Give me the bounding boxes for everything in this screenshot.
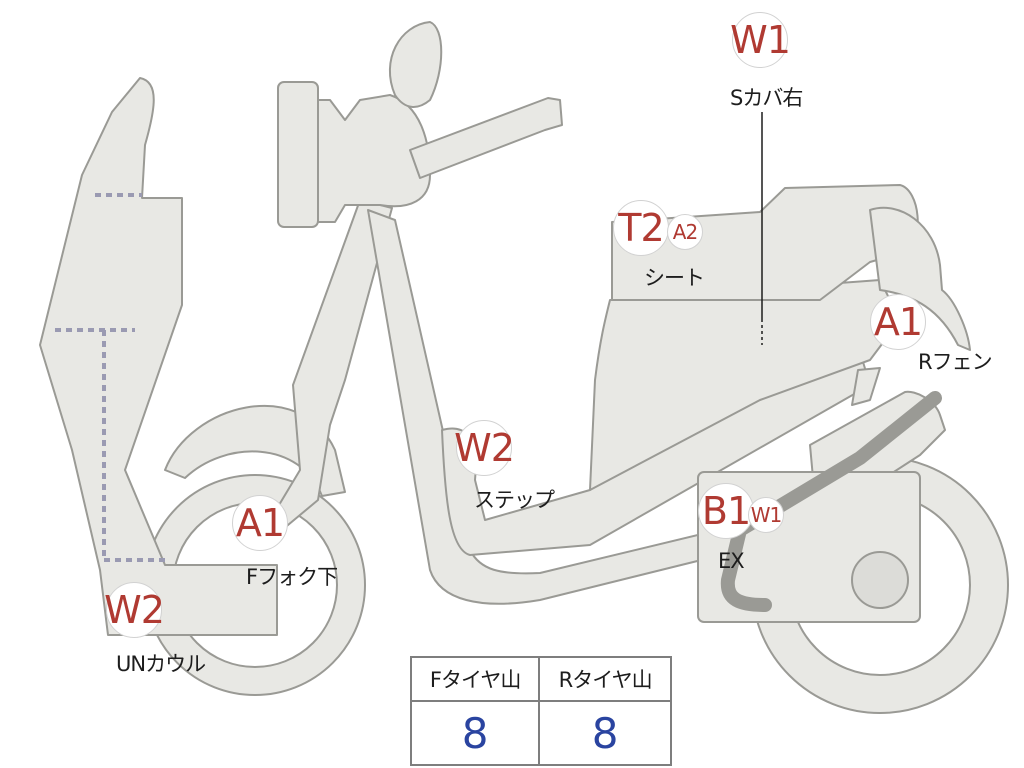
code-badge-rear-fender: A1 bbox=[870, 294, 926, 350]
label-exhaust: EX bbox=[718, 549, 745, 573]
tire-tread-value-row: 8 8 bbox=[409, 700, 672, 766]
rear-strut-rod bbox=[851, 367, 881, 406]
label-seat: シート bbox=[644, 266, 705, 290]
front-cowl bbox=[39, 77, 278, 636]
label-s-cover-right: Sカバ右 bbox=[730, 86, 803, 110]
rear-tire-tread-value: 8 bbox=[538, 700, 672, 766]
front-tire-tread-value: 8 bbox=[409, 700, 541, 766]
code-badge-under-cowl: W2 bbox=[104, 582, 165, 638]
handlebar bbox=[409, 97, 563, 179]
mirror bbox=[389, 21, 443, 108]
tire-tread-table: Fタイヤ山 Rタイヤ山 8 8 bbox=[409, 656, 672, 766]
code-badge-front-fork-lower: A1 bbox=[232, 495, 288, 551]
rear-hub bbox=[851, 551, 909, 609]
front-fork bbox=[269, 199, 393, 531]
code-badge-exhaust-2: W1 bbox=[748, 497, 784, 533]
headlight bbox=[277, 81, 319, 228]
cowl-seam-lines bbox=[55, 193, 165, 562]
label-under-cowl: UNカウル bbox=[116, 652, 206, 676]
code-badge-seat-1: T2 bbox=[613, 200, 669, 256]
rear-tire-tread-header: Rタイヤ山 bbox=[538, 656, 672, 702]
body-side-cover bbox=[589, 279, 901, 491]
label-step: ステップ bbox=[474, 488, 555, 512]
code-badge-exhaust-1: B1 bbox=[698, 483, 754, 539]
label-front-fork-lower: Fフォク下 bbox=[246, 565, 338, 589]
code-badge-s-cover-right: W1 bbox=[730, 12, 791, 68]
code-badge-step: W2 bbox=[454, 420, 515, 476]
label-rear-fender: Rフェン bbox=[918, 350, 993, 374]
tire-tread-header-row: Fタイヤ山 Rタイヤ山 bbox=[409, 656, 672, 702]
front-tire-tread-header: Fタイヤ山 bbox=[409, 656, 541, 702]
code-badge-seat-2: A2 bbox=[667, 214, 703, 250]
